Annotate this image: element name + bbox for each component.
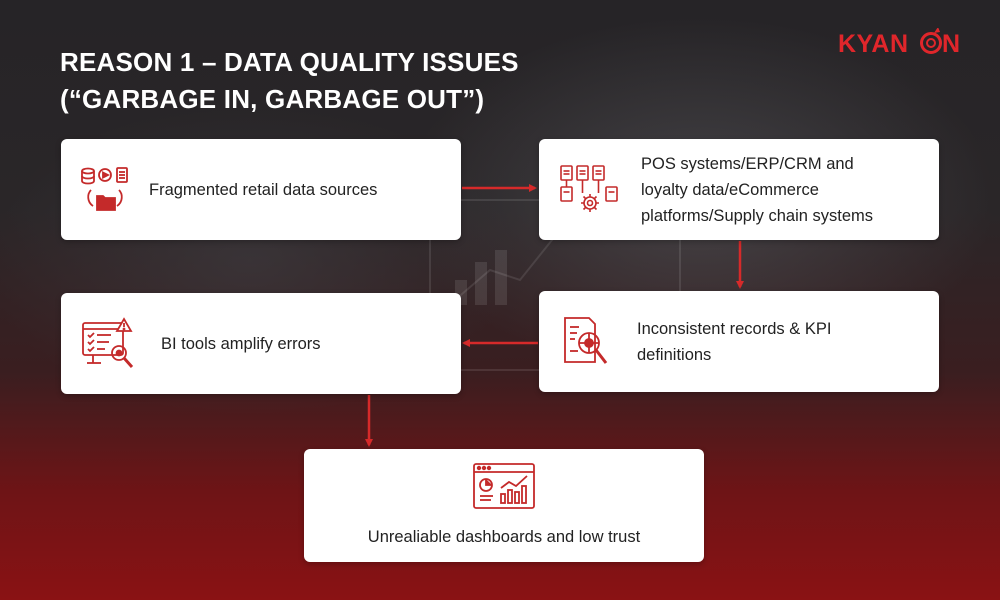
node-label: Fragmented retail data sources (149, 180, 378, 199)
documents-gear-icon (560, 164, 618, 212)
node-label: Inconsistent records & KPI definitions (637, 319, 832, 364)
node-dashboards: Unrealiable dashboards and low trust (304, 449, 704, 562)
svg-text:KYAN: KYAN (838, 30, 909, 58)
dashboard-chart-icon (473, 462, 535, 509)
node-bi-tools: BI tools amplify errors (61, 293, 461, 394)
node-label: POS systems/ERP/CRM and loyalty data/eCo… (641, 154, 874, 225)
node-inconsistent-records: Inconsistent records & KPI definitions (539, 291, 939, 392)
page-title: REASON 1 – DATA QUALITY ISSUES (“GARBAGE… (60, 47, 519, 114)
kyanon-logo: KYAN N (838, 28, 960, 58)
checklist-warning-icon (82, 316, 134, 368)
node-label: Unrealiable dashboards and low trust (367, 527, 641, 546)
node-label: BI tools amplify errors (161, 334, 321, 353)
database-files-folder-icon (81, 166, 128, 211)
document-magnifier-icon (564, 316, 608, 364)
node-fragmented-sources: Fragmented retail data sources (61, 139, 461, 240)
svg-text:N: N (942, 30, 960, 58)
node-data-sources: POS systems/ERP/CRM and loyalty data/eCo… (539, 139, 939, 240)
